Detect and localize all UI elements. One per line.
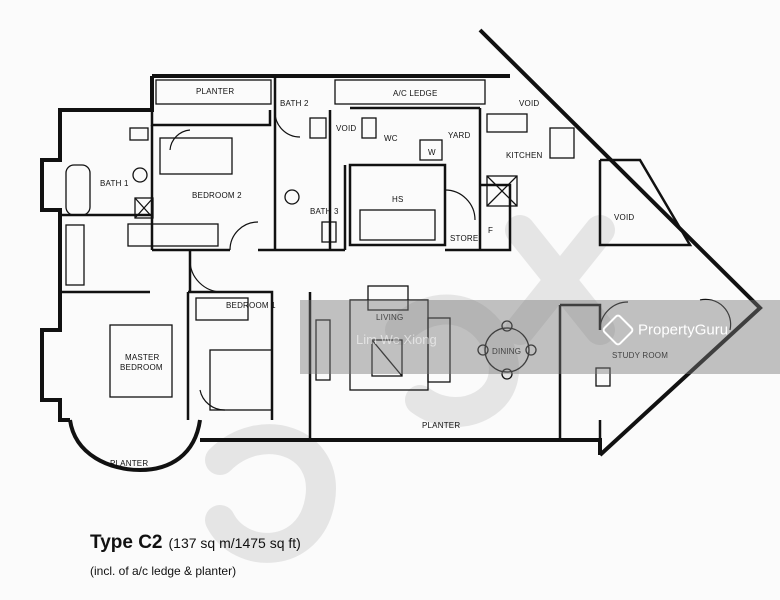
- label-master-bedroom-line1: MASTER: [125, 353, 160, 362]
- watermark-band: [300, 300, 780, 374]
- unit-type-caption: Type C2 (137 sq m/1475 sq ft): [90, 532, 301, 554]
- label-hs: HS: [392, 195, 404, 204]
- label-bath-1: BATH 1: [100, 179, 129, 188]
- kitchen-fridge: [486, 175, 518, 207]
- label-f: F: [488, 226, 493, 235]
- kitchen-hob: [549, 127, 575, 159]
- propertyguru-logo: PropertyGuru: [601, 313, 729, 347]
- bed-bedroom-2: [159, 137, 233, 175]
- unit-area-note: (incl. of a/c ledge & planter): [90, 564, 237, 578]
- label-bedroom-1: BEDROOM 1: [226, 301, 276, 310]
- label-kitchen: KITCHEN: [506, 151, 543, 160]
- bathtub-1: [65, 164, 91, 216]
- unit-type: Type C2: [90, 532, 163, 553]
- propertyguru-wordmark: PropertyGuru: [638, 321, 729, 339]
- wardrobe-corridor: [65, 224, 85, 286]
- ac-ledge-box: [334, 79, 486, 105]
- toilet-bath-1: [129, 127, 149, 141]
- armchair: [367, 285, 409, 311]
- toilet-bath-2: [309, 117, 327, 139]
- dining-table: [484, 327, 530, 373]
- label-planter-top: PLANTER: [196, 87, 234, 96]
- label-bedroom-2: BEDROOM 2: [192, 191, 242, 200]
- label-void-mid: VOID: [336, 124, 356, 133]
- label-store: STORE: [450, 234, 478, 243]
- label-bath-3: BATH 3: [310, 207, 339, 216]
- label-planter-bottom: PLANTER: [422, 421, 460, 430]
- cabinet-bath-1: [134, 197, 154, 219]
- master-bed: [109, 324, 173, 398]
- toilet-bath-3: [321, 221, 337, 243]
- label-master-bedroom-line2: BEDROOM: [120, 363, 163, 372]
- sofa: [427, 317, 451, 383]
- washer-yard: [419, 139, 443, 161]
- wardrobe-bedroom-1: [195, 297, 249, 321]
- fixtures: [65, 79, 611, 411]
- propertyguru-mark-icon: [601, 313, 635, 347]
- tv-console: [315, 319, 331, 381]
- room-labels: PLANTER BATH 2 A/C LEDGE VOID VOID WC YA…: [100, 87, 668, 468]
- sink-bath-1: [132, 167, 148, 183]
- label-wc: WC: [384, 134, 398, 143]
- toilet-wc: [361, 117, 377, 139]
- planter-box-top: [155, 79, 272, 105]
- kitchen-sink: [486, 113, 528, 133]
- label-void-top: VOID: [519, 99, 539, 108]
- label-w: W: [428, 148, 436, 157]
- unit-area: (137 sq m/1475 sq ft): [168, 535, 301, 551]
- label-dining: DINING: [492, 347, 521, 356]
- label-void-right: VOID: [614, 213, 634, 222]
- background-watermark: [205, 215, 615, 563]
- label-living: LIVING: [376, 313, 403, 322]
- study-chair: [595, 367, 611, 387]
- wardrobe-bedroom-2: [127, 223, 219, 247]
- door-swings: [169, 111, 732, 411]
- coffee-table: [371, 339, 403, 377]
- sink-bath-3: [284, 189, 300, 205]
- label-ac-ledge: A/C LEDGE: [393, 89, 437, 98]
- bedroom-1-bed: [209, 349, 273, 411]
- label-yard: YARD: [448, 131, 470, 140]
- label-bath-2: BATH 2: [280, 99, 309, 108]
- agent-watermark: Lim We Xiong: [356, 332, 437, 347]
- hs-bed: [359, 209, 436, 241]
- label-planter-bay: PLANTER: [110, 459, 148, 468]
- inner-walls: [60, 76, 693, 440]
- label-study-room: STUDY ROOM: [612, 351, 668, 360]
